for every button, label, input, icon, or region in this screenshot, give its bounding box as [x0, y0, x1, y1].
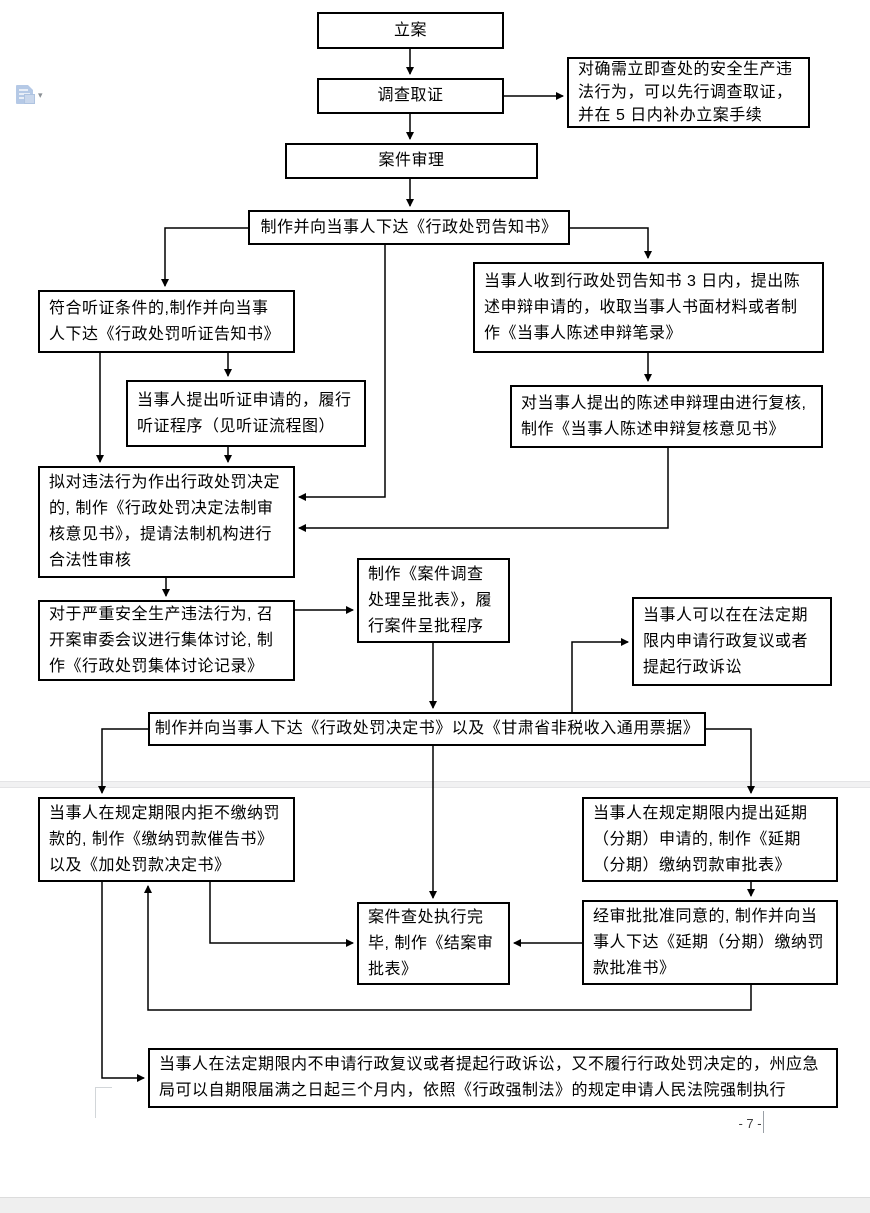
flow-box-approval-form: 制作《案件调查处理呈批表》，履行案件呈批程序: [357, 558, 510, 643]
flow-box-penalty-notice: 制作并向当事人下达《行政处罚告知书》: [248, 210, 570, 245]
margin-mark: [95, 1087, 96, 1118]
flow-box-penalty-decision: 制作并向当事人下达《行政处罚决定书》以及《甘肃省非税收入通用票据》: [148, 712, 706, 746]
flow-box-legality-review: 拟对违法行为作出行政处罚决定的, 制作《行政处罚决定法制审核意见书》，提请法制机…: [38, 466, 295, 578]
flow-box-statement-defense: 当事人收到行政处罚告知书 3 日内，提出陈述申辩申请的，收取当事人书面材料或者制…: [473, 262, 824, 353]
flow-box-payment-reminder: 当事人在规定期限内拒不缴纳罚款的, 制作《缴纳罚款催告书》以及《加处罚款决定书》: [38, 797, 295, 882]
flow-box-hearing-notice: 符合听证条件的,制作并向当事人下达《行政处罚听证告知书》: [38, 290, 295, 353]
flow-box-case-review: 案件审理: [285, 143, 538, 179]
flow-box-hearing-procedure: 当事人提出听证申请的，履行听证程序（见听证流程图）: [126, 380, 366, 447]
flow-box-collective-discussion: 对于严重安全生产违法行为, 召开案审委会议进行集体讨论, 制作《行政处罚集体讨论…: [38, 600, 295, 681]
page-break-separator: [0, 781, 870, 788]
margin-mark: [95, 1087, 112, 1088]
footer-boundary-mark: [763, 1111, 764, 1133]
page-bottom-margin: [0, 1197, 870, 1213]
flow-box-investigation: 调查取证: [317, 78, 504, 114]
flow-box-compulsory-enforcement: 当事人在法定期限内不申请行政复议或者提起行政诉讼，又不履行行政处罚决定的，州应急…: [148, 1048, 838, 1108]
flow-box-defense-review: 对当事人提出的陈述申辩理由进行复核, 制作《当事人陈述申辩复核意见书》: [510, 385, 823, 448]
flow-box-case-closure: 案件查处执行完毕, 制作《结案审批表》: [357, 902, 510, 985]
flow-box-reconsideration-litigation: 当事人可以在在法定期限内申请行政复议或者提起行政诉讼: [632, 597, 832, 686]
flow-box-case-filing: 立案: [317, 12, 504, 49]
flow-box-deferral-approval: 经审批批准同意的, 制作并向当事人下达《延期（分期）缴纳罚款批准书》: [582, 900, 838, 985]
flow-box-deferral-application: 当事人在规定期限内提出延期（分期）申请的, 制作《延期（分期）缴纳罚款审批表》: [582, 797, 838, 882]
paste-options-subpage-icon: [24, 94, 35, 104]
paste-options-button[interactable]: ▾: [12, 82, 50, 110]
flow-box-side-note-immediate-investigation: 对确需立即查处的安全生产违法行为，可以先行调查取证，并在 5 日内补办立案手续: [567, 57, 810, 128]
page-number: - 7 -: [738, 1116, 762, 1131]
chevron-down-icon: ▾: [38, 90, 43, 100]
